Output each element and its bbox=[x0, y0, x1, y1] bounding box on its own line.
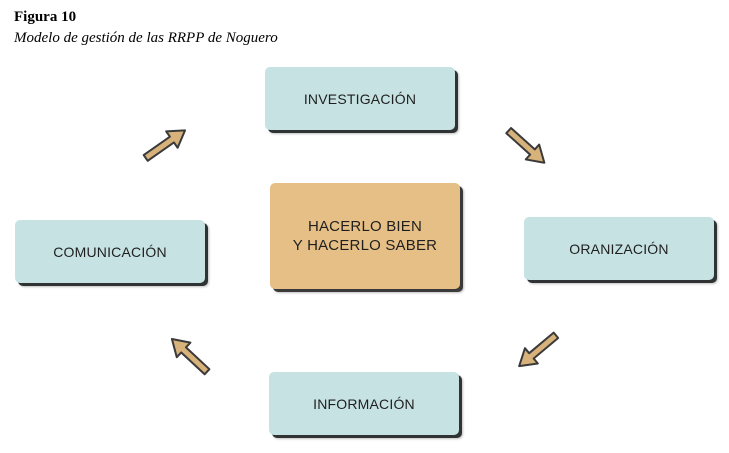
node-organizacion: ORANIZACIÓN bbox=[524, 217, 714, 280]
node-comunicacion: COMUNICACIÓN bbox=[15, 220, 205, 283]
node-center-line1: HACERLO BIEN bbox=[307, 218, 423, 235]
node-investigacion-label: INVESTIGACIÓN bbox=[303, 90, 417, 107]
node-investigacion: INVESTIGACIÓN bbox=[265, 67, 455, 130]
node-center: HACERLO BIEN Y HACERLO SABER bbox=[270, 183, 460, 289]
arrow-right-to-bottom bbox=[518, 331, 560, 368]
node-informacion: INFORMACIÓN bbox=[269, 372, 459, 435]
arrow-top-to-right bbox=[505, 127, 546, 164]
arrow-bottom-to-left bbox=[170, 337, 211, 376]
node-organizacion-label: ORANIZACIÓN bbox=[569, 240, 669, 257]
figure-label: Figura 10 bbox=[14, 9, 77, 25]
figure-title: Modelo de gestión de las RRPP de Noguero bbox=[14, 30, 278, 46]
node-informacion-label: INFORMACIÓN bbox=[313, 395, 415, 412]
node-center-line2: Y HACERLO SABER bbox=[292, 237, 438, 254]
arrow-left-to-top bbox=[142, 129, 187, 162]
node-comunicacion-label: COMUNICACIÓN bbox=[53, 243, 167, 260]
